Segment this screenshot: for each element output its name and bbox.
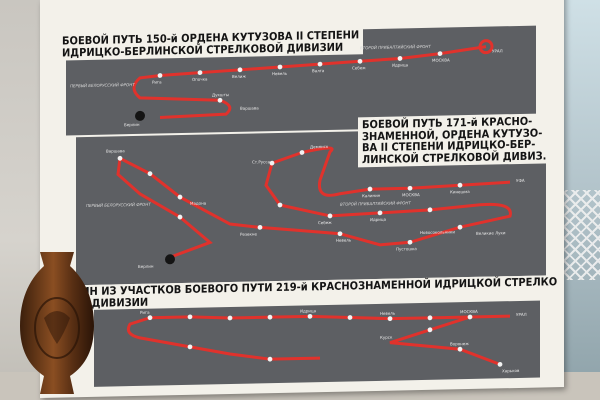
station-label: Велиж [232,73,246,79]
station-label: Невель [336,237,352,243]
station-label: Себеж [318,219,332,226]
station-label: Идрица [300,308,317,314]
station-label: Курск [380,334,393,340]
station-label: Кинешма [450,188,470,195]
station-label: Берлин [138,263,154,269]
route-lines [116,39,512,367]
station-label: Воронеж [450,341,469,347]
station-label: Ст.Русса [252,159,271,165]
station-label: Пустошка [396,246,417,252]
station-label: Калинин [362,192,381,199]
station-label: УРАЛ [516,311,527,318]
station-label: Идрица [370,216,387,223]
station-label: Резекне [240,231,257,237]
station-label: Харьков [502,367,520,374]
station-label: Валга [312,68,325,74]
station-label: Невель [380,310,396,316]
station-label: Рига [152,79,162,85]
route-171-line [116,146,512,259]
station-label: УФА [516,177,525,184]
route-150-end [135,110,145,121]
map-board: БОЕВОЙ ПУТЬ 150-й ОРДЕНА КУТУЗОВА II СТЕ… [40,0,564,398]
route-150-start [478,39,494,55]
panel-171-title: БОЕВОЙ ПУТЬ 171-й КРАСНО- ЗНАМЕННОЙ, ОРД… [358,113,556,168]
station-label: УРАЛ [492,48,503,54]
station-label: Варшава [106,148,125,154]
station-label: Новосокольники [420,229,455,236]
station-label: Мадона [190,200,207,206]
station-label: Опочка [192,76,208,82]
route-219-stations [147,313,503,367]
station-label: Великие Луки [476,230,506,236]
station-label: Демянск [310,143,329,150]
panel-171-title-line-4: ЛИНСКОЙ СТРЕЛКОВОЙ ДИВИЗ. [362,149,547,166]
station-label: МОСКВА [402,192,420,198]
station-label: Невель [272,70,288,77]
route-150-line [132,45,487,119]
station-label: МОСКВА [460,308,478,315]
station-label: Себеж [352,65,366,71]
route-171-end [165,254,175,265]
route-150-stations [157,51,443,103]
station-label: Берлин [124,121,140,128]
station-label: Дукшты [212,92,230,98]
station-label: Варшава [240,105,259,111]
route-171-stations [117,150,463,245]
station-label: МОСКВА [432,57,450,63]
vase [20,252,94,394]
window-grille [562,190,600,280]
station-label: Идрица [392,62,409,68]
station-label: Рига [140,309,150,315]
